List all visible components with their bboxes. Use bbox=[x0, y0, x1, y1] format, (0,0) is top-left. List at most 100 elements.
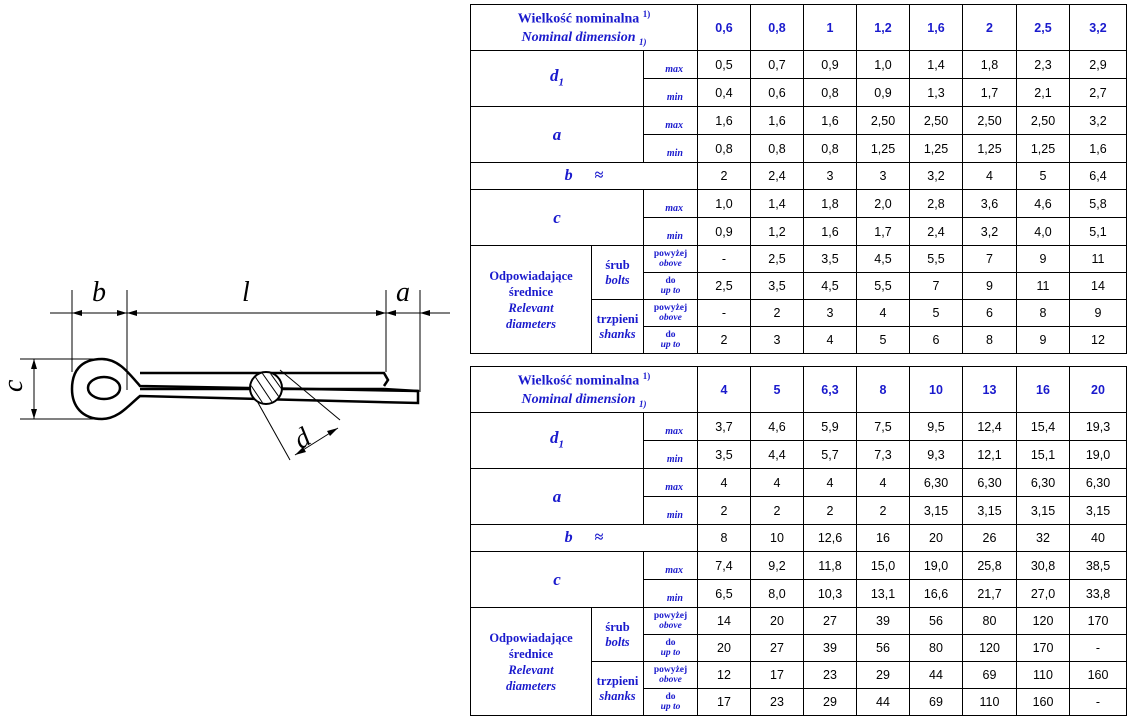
value-cell: 1,6 bbox=[1069, 134, 1127, 164]
value-cell: 10,3 bbox=[803, 579, 857, 609]
value-cell: 1,0 bbox=[856, 50, 910, 80]
dimension-c-label: c bbox=[0, 379, 29, 392]
value-cell: 12 bbox=[697, 661, 751, 690]
value-cell: 4 bbox=[697, 468, 751, 498]
value-cell: 6,4 bbox=[1069, 162, 1127, 191]
value-cell: 1,3 bbox=[909, 78, 963, 108]
value-cell: 23 bbox=[750, 688, 804, 716]
value-cell: 9 bbox=[1016, 326, 1070, 355]
value-cell: 56 bbox=[909, 607, 963, 636]
value-cell: 0,9 bbox=[697, 217, 751, 247]
dimension-l-label: l bbox=[242, 277, 250, 308]
value-cell: 56 bbox=[856, 634, 910, 663]
value-cell: 2,0 bbox=[856, 189, 910, 219]
value-cell: 5,8 bbox=[1069, 189, 1127, 219]
value-cell: 29 bbox=[803, 688, 857, 716]
size-cell: 20 bbox=[1069, 365, 1127, 414]
value-cell: - bbox=[1069, 688, 1127, 716]
value-cell: 3 bbox=[750, 326, 804, 355]
value-cell: 12,6 bbox=[803, 524, 857, 553]
max-label: max bbox=[643, 551, 698, 581]
param-c: c bbox=[470, 551, 644, 609]
value-cell: 4 bbox=[856, 299, 910, 328]
value-cell: 3,7 bbox=[697, 412, 751, 442]
value-cell: 19,0 bbox=[909, 551, 963, 581]
value-cell: 7 bbox=[909, 272, 963, 301]
value-cell: 1,4 bbox=[750, 189, 804, 219]
value-cell: 40 bbox=[1069, 524, 1127, 553]
value-cell: 1,2 bbox=[750, 217, 804, 247]
value-cell: 39 bbox=[856, 607, 910, 636]
b-row: b≈ 8 10 12,6 16 20 26 32 40 bbox=[470, 524, 1127, 553]
value-cell: 12,1 bbox=[962, 440, 1017, 470]
value-cell: 5 bbox=[1016, 162, 1070, 191]
dimension-b-label: b bbox=[92, 277, 106, 308]
nominal-label-en: Nominal dimension bbox=[521, 391, 636, 407]
value-cell: - bbox=[697, 299, 751, 328]
value-cell: 2 bbox=[697, 326, 751, 355]
value-cell: 27 bbox=[750, 634, 804, 663]
value-cell: 16,6 bbox=[909, 579, 963, 609]
value-cell: 0,7 bbox=[750, 50, 804, 80]
value-cell: 44 bbox=[909, 661, 963, 690]
value-cell: 6,30 bbox=[909, 468, 963, 498]
value-cell: - bbox=[697, 245, 751, 274]
d1-min-row: min 0,4 0,6 0,8 0,9 1,3 1,7 2,1 2,7 bbox=[471, 78, 1127, 108]
value-cell: 2,1 bbox=[1016, 78, 1070, 108]
value-cell: 2,5 bbox=[750, 245, 804, 274]
value-cell: 3 bbox=[856, 162, 910, 191]
value-cell: 9,2 bbox=[750, 551, 804, 581]
value-cell: 29 bbox=[856, 661, 910, 690]
value-cell: 120 bbox=[1016, 607, 1070, 636]
value-cell: 6 bbox=[962, 299, 1017, 328]
param-a: a bbox=[470, 106, 644, 164]
value-cell: 160 bbox=[1069, 661, 1127, 690]
value-cell: 11 bbox=[1069, 245, 1127, 274]
min-label: min bbox=[643, 579, 698, 609]
param-d1: d1 bbox=[470, 412, 644, 470]
value-cell: 3,15 bbox=[1069, 496, 1127, 526]
value-cell: 2 bbox=[750, 496, 804, 526]
value-cell: 4,4 bbox=[750, 440, 804, 470]
value-cell: 8 bbox=[1016, 299, 1070, 328]
value-cell: 7,4 bbox=[697, 551, 751, 581]
size-cell: 6,3 bbox=[803, 365, 857, 414]
size-cell: 4 bbox=[697, 365, 751, 414]
value-cell: 12,4 bbox=[962, 412, 1017, 442]
nominal-label-pl: Wielkość nominalna bbox=[517, 373, 640, 389]
max-label: max bbox=[643, 50, 698, 80]
value-cell: 8 bbox=[962, 326, 1017, 355]
b-row: b≈ 2 2,4 3 3 3,2 4 5 6,4 bbox=[470, 162, 1127, 191]
value-cell: 5 bbox=[909, 299, 963, 328]
dimension-a-label: a bbox=[396, 277, 410, 308]
value-cell: 20 bbox=[697, 634, 751, 663]
value-cell: 6,30 bbox=[1016, 468, 1070, 498]
value-cell: 4 bbox=[750, 468, 804, 498]
value-cell: 4,0 bbox=[1016, 217, 1070, 247]
value-cell: 14 bbox=[697, 607, 751, 636]
value-cell: 38,5 bbox=[1069, 551, 1127, 581]
value-cell: 1,25 bbox=[1016, 134, 1070, 164]
value-cell: 4,6 bbox=[750, 412, 804, 442]
value-cell: 9 bbox=[962, 272, 1017, 301]
value-cell: 6,5 bbox=[697, 579, 751, 609]
value-cell: 120 bbox=[962, 634, 1017, 663]
value-cell: 30,8 bbox=[1016, 551, 1070, 581]
value-cell: 5 bbox=[856, 326, 910, 355]
size-cell: 1,6 bbox=[909, 3, 963, 52]
value-cell: 3,5 bbox=[697, 440, 751, 470]
footnote-mark: 1) bbox=[638, 36, 647, 47]
min-label: min bbox=[643, 496, 698, 526]
value-cell: 9,5 bbox=[909, 412, 963, 442]
min-label: min bbox=[643, 440, 698, 470]
size-cell: 1 bbox=[803, 3, 857, 52]
